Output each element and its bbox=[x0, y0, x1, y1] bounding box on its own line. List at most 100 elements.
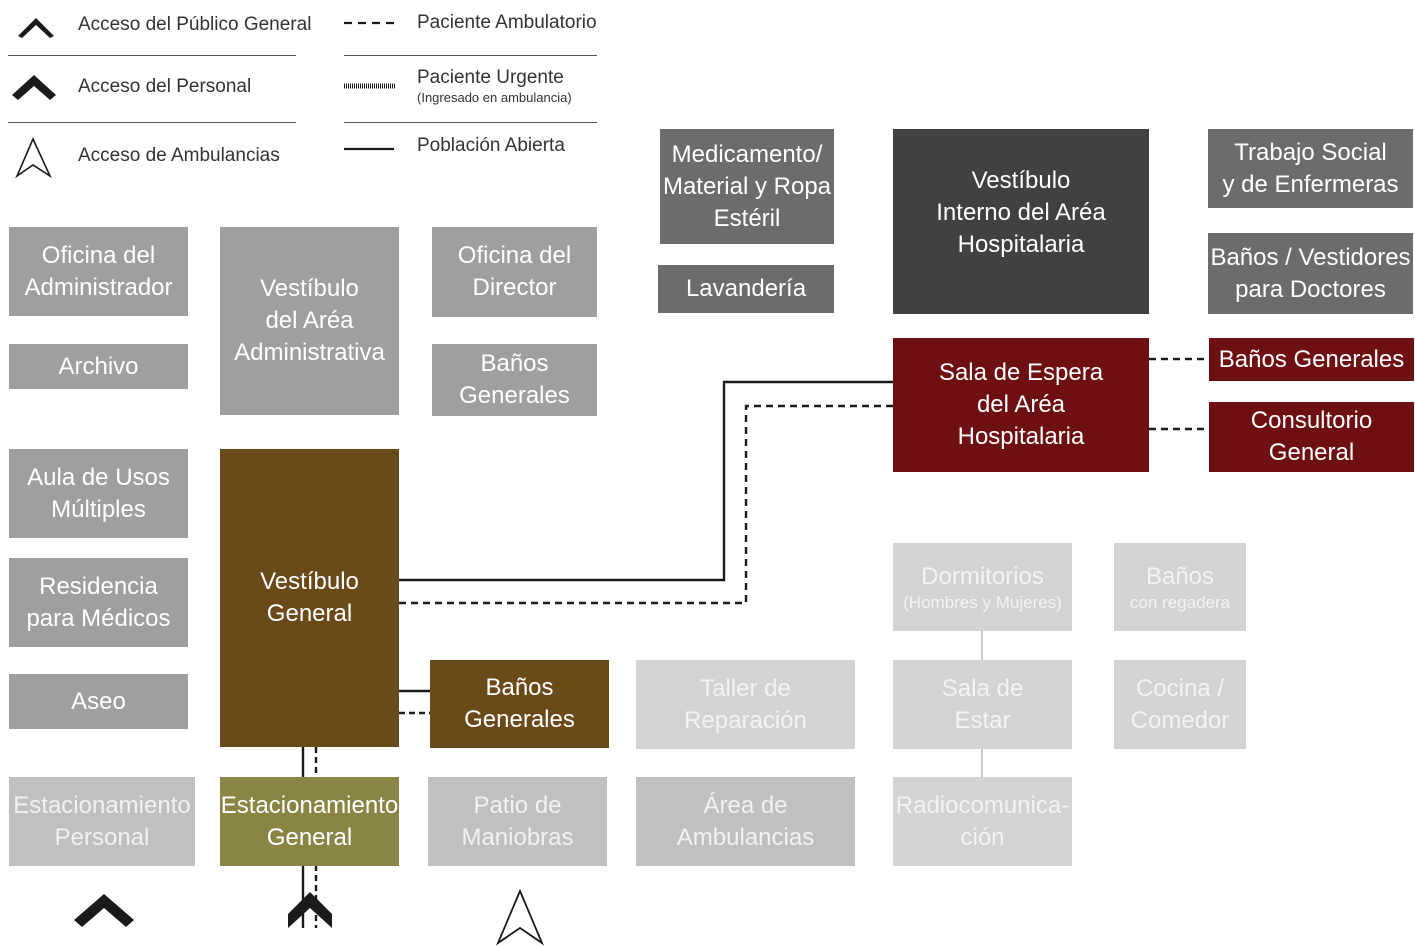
legend-divider bbox=[8, 55, 296, 56]
room-sala-estar: Sala de Estar bbox=[893, 660, 1072, 749]
room-label: Aula de Usos bbox=[27, 463, 170, 491]
urgent-line-icon bbox=[344, 83, 396, 89]
legend-open-population: Población Abierta bbox=[417, 135, 565, 156]
room-vestibulo-administrativa: Vestíbulo del Aréa Administrativa bbox=[220, 227, 399, 415]
room-banos-generales-admin: Baños Generales bbox=[432, 344, 597, 416]
room-label: Estacionamiento bbox=[13, 791, 191, 819]
room-label: del Aréa bbox=[976, 391, 1066, 418]
room-radiocomunicacion: Radiocomunica- ción bbox=[893, 777, 1072, 866]
room-label: Baños Generales bbox=[1218, 345, 1405, 373]
room-sublabel: con regadera bbox=[1129, 593, 1231, 612]
room-vestibulo-general: Vestíbulo General bbox=[220, 449, 399, 747]
room-label: Cocina / bbox=[1135, 674, 1225, 702]
room-label: Administrador bbox=[24, 273, 173, 301]
legend-divider bbox=[8, 122, 296, 123]
room-label: Estacionamiento bbox=[220, 791, 399, 819]
room-label: Vestíbulo bbox=[260, 568, 359, 595]
room-patio-maniobras: Patio de Maniobras bbox=[428, 777, 607, 866]
room-label: Personal bbox=[54, 823, 150, 851]
room-label: Medicamento/ bbox=[671, 140, 823, 168]
room-cocina-comedor: Cocina / Comedor bbox=[1114, 660, 1246, 749]
room-label: Baños bbox=[1145, 563, 1215, 590]
room-label: Vestíbulo bbox=[260, 275, 359, 302]
legend-divider bbox=[344, 122, 597, 123]
room-label: y de Enfermeras bbox=[1222, 170, 1399, 198]
room-label: Hospitalaria bbox=[957, 231, 1085, 258]
room-label: Oficina del bbox=[457, 242, 572, 269]
room-sala-espera: Sala de Espera del Aréa Hospitalaria bbox=[893, 338, 1149, 472]
room-label: ción bbox=[960, 823, 1005, 851]
room-label: Comedor bbox=[1130, 706, 1230, 734]
room-vestibulo-interno: Vestíbulo Interno del Aréa Hospitalaria bbox=[893, 129, 1149, 314]
room-label: General bbox=[1268, 439, 1355, 466]
room-label: Baños bbox=[480, 350, 549, 377]
room-label: Ambulancias bbox=[676, 823, 815, 851]
room-label: Sala de bbox=[941, 674, 1024, 702]
legend-urgent: Paciente Urgente bbox=[417, 67, 564, 88]
room-banos-generales-public: Baños Generales bbox=[430, 660, 609, 748]
room-label: Múltiples bbox=[51, 495, 146, 523]
room-label: Patio de bbox=[473, 791, 562, 819]
room-label: General bbox=[266, 600, 353, 627]
legend-divider bbox=[344, 55, 597, 56]
room-label: Director bbox=[472, 274, 557, 301]
room-trabajo-social: Trabajo Social y de Enfermeras bbox=[1208, 129, 1413, 208]
room-estacionamiento-personal: Estacionamiento Personal bbox=[9, 777, 195, 866]
legend-urgent-note: (Ingresado en ambulancia) bbox=[417, 90, 572, 105]
room-label: General bbox=[266, 823, 353, 851]
room-label: Maniobras bbox=[461, 823, 574, 851]
room-label: Material y Ropa bbox=[662, 172, 832, 200]
public-access-icon bbox=[288, 892, 332, 928]
room-label: Sala de Espera bbox=[938, 359, 1104, 386]
room-aseo: Aseo bbox=[9, 674, 188, 729]
room-banos-regadera: Baños con regadera bbox=[1114, 543, 1246, 631]
room-label: Radiocomunica- bbox=[895, 791, 1070, 819]
room-oficina-director: Oficina del Director bbox=[432, 227, 597, 317]
room-sublabel: (Hombres y Mujeres) bbox=[903, 593, 1062, 612]
staff-access-icon bbox=[74, 894, 134, 927]
public-access-icon bbox=[18, 18, 54, 38]
room-residencia-medicos: Residencia para Médicos bbox=[9, 558, 188, 647]
room-label: para Doctores bbox=[1235, 275, 1386, 303]
room-label: Área de bbox=[703, 791, 788, 819]
room-label: Consultorio bbox=[1250, 407, 1373, 434]
room-label: Archivo bbox=[58, 352, 139, 380]
room-label: Hospitalaria bbox=[957, 423, 1085, 450]
room-label: Baños bbox=[485, 674, 554, 701]
room-medicamento: Medicamento/ Material y Ropa Estéril bbox=[660, 129, 834, 244]
room-lavanderia: Lavandería bbox=[658, 265, 834, 313]
ambulance-access-icon bbox=[495, 888, 545, 946]
room-dormitorios: Dormitorios (Hombres y Mujeres) bbox=[893, 543, 1072, 631]
room-oficina-administrador: Oficina del Administrador bbox=[9, 227, 188, 316]
room-label: Estéril bbox=[713, 204, 781, 232]
room-label: Taller de bbox=[700, 674, 791, 702]
legend-outpatient: Paciente Ambulatorio bbox=[417, 12, 597, 33]
room-estacionamiento-general: Estacionamiento General bbox=[220, 777, 399, 866]
room-aula-usos-multiples: Aula de Usos Múltiples bbox=[9, 449, 188, 538]
staff-access-icon bbox=[12, 75, 56, 100]
room-consultorio-general: Consultorio General bbox=[1209, 402, 1414, 472]
legend-staff-access: Acceso del Personal bbox=[78, 76, 252, 97]
room-label: Oficina del bbox=[41, 241, 156, 269]
room-banos-vestidores: Baños / Vestidores para Doctores bbox=[1208, 233, 1413, 314]
outpatient-line-icon bbox=[344, 21, 396, 25]
room-label: Residencia bbox=[39, 572, 158, 600]
room-label: Interno del Aréa bbox=[936, 199, 1106, 226]
room-label: Lavandería bbox=[685, 275, 807, 302]
room-label: para Médicos bbox=[26, 604, 171, 632]
room-label: Dormitorios bbox=[921, 563, 1044, 590]
room-label: Baños / Vestidores bbox=[1210, 243, 1411, 271]
room-label: del Aréa bbox=[265, 307, 354, 334]
room-label: Vestíbulo bbox=[971, 167, 1071, 194]
room-label: Generales bbox=[464, 706, 575, 733]
room-label: Estar bbox=[954, 706, 1011, 734]
room-label: Administrativa bbox=[234, 339, 385, 366]
legend-ambulance-access: Acceso de Ambulancias bbox=[78, 145, 280, 166]
room-label: Generales bbox=[459, 382, 570, 409]
room-label: Reparación bbox=[684, 706, 807, 734]
room-label: Trabajo Social bbox=[1234, 138, 1387, 166]
room-banos-generales-hospital: Baños Generales bbox=[1209, 338, 1414, 381]
room-label: Aseo bbox=[71, 687, 126, 715]
ambulance-access-icon bbox=[15, 137, 52, 179]
